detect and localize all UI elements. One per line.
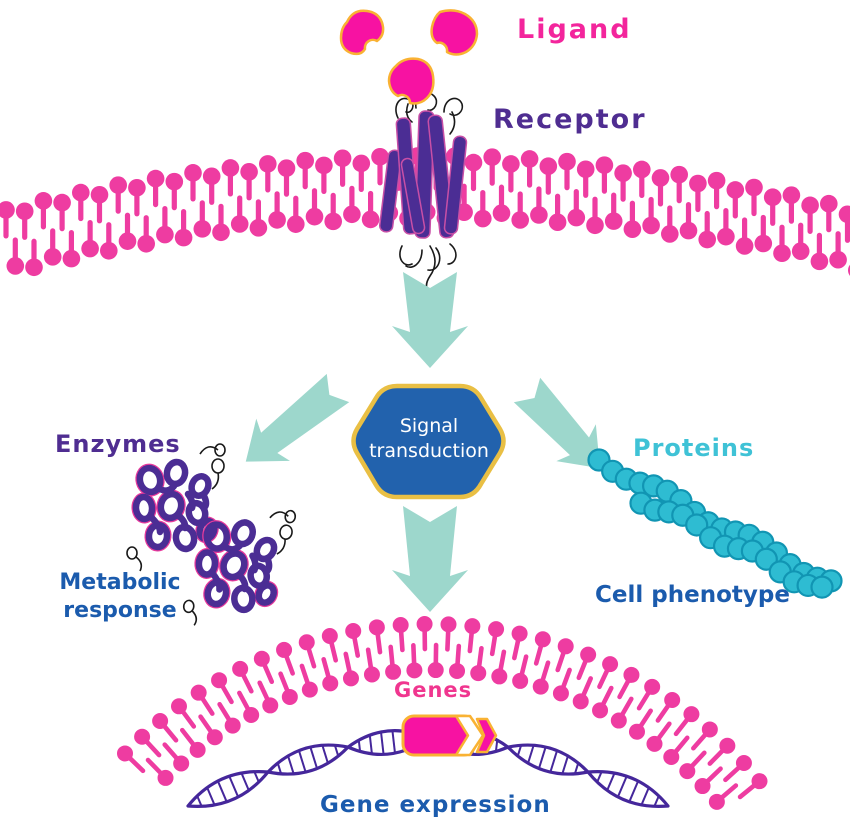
signal-transduction-node [351, 383, 506, 500]
receptor-label: Receptor [493, 104, 647, 135]
proteins-label: Proteins [633, 434, 755, 462]
metabolic-line2: response [63, 598, 177, 623]
arrow-down-to-nucleus-icon [392, 506, 468, 612]
genes-label: Genes [394, 678, 473, 702]
nuclear-membrane [116, 616, 768, 810]
ligand-blob-left [339, 9, 385, 56]
ligand-blob-right [430, 9, 479, 56]
arrow-down-to-signal-icon [392, 272, 468, 368]
signal-transduction-label: Signal transduction [350, 414, 508, 464]
flow-arrows [245, 272, 600, 612]
protein-chain [587, 448, 843, 599]
enzymes-label: Enzymes [55, 430, 181, 458]
metabolic-response-label: Metabolic response [35, 569, 205, 625]
receptor-protein [378, 110, 468, 239]
enzyme-molecule [126, 443, 226, 572]
cell-phenotype-label: Cell phenotype [595, 582, 790, 608]
signal-line2: transduction [369, 440, 489, 462]
gene-marker [401, 714, 498, 757]
ligand-label: Ligand [517, 14, 632, 45]
ligand-blob-bound [387, 57, 435, 105]
ligand-molecules [339, 9, 479, 105]
gene-expression-label: Gene expression [320, 792, 551, 818]
arrow-left-to-enzymes-icon [245, 373, 350, 462]
signal-line1: Signal [399, 415, 459, 437]
enzyme-molecule [182, 509, 297, 626]
metabolic-line1: Metabolic [59, 570, 181, 595]
arrow-right-to-proteins-icon [513, 377, 600, 469]
